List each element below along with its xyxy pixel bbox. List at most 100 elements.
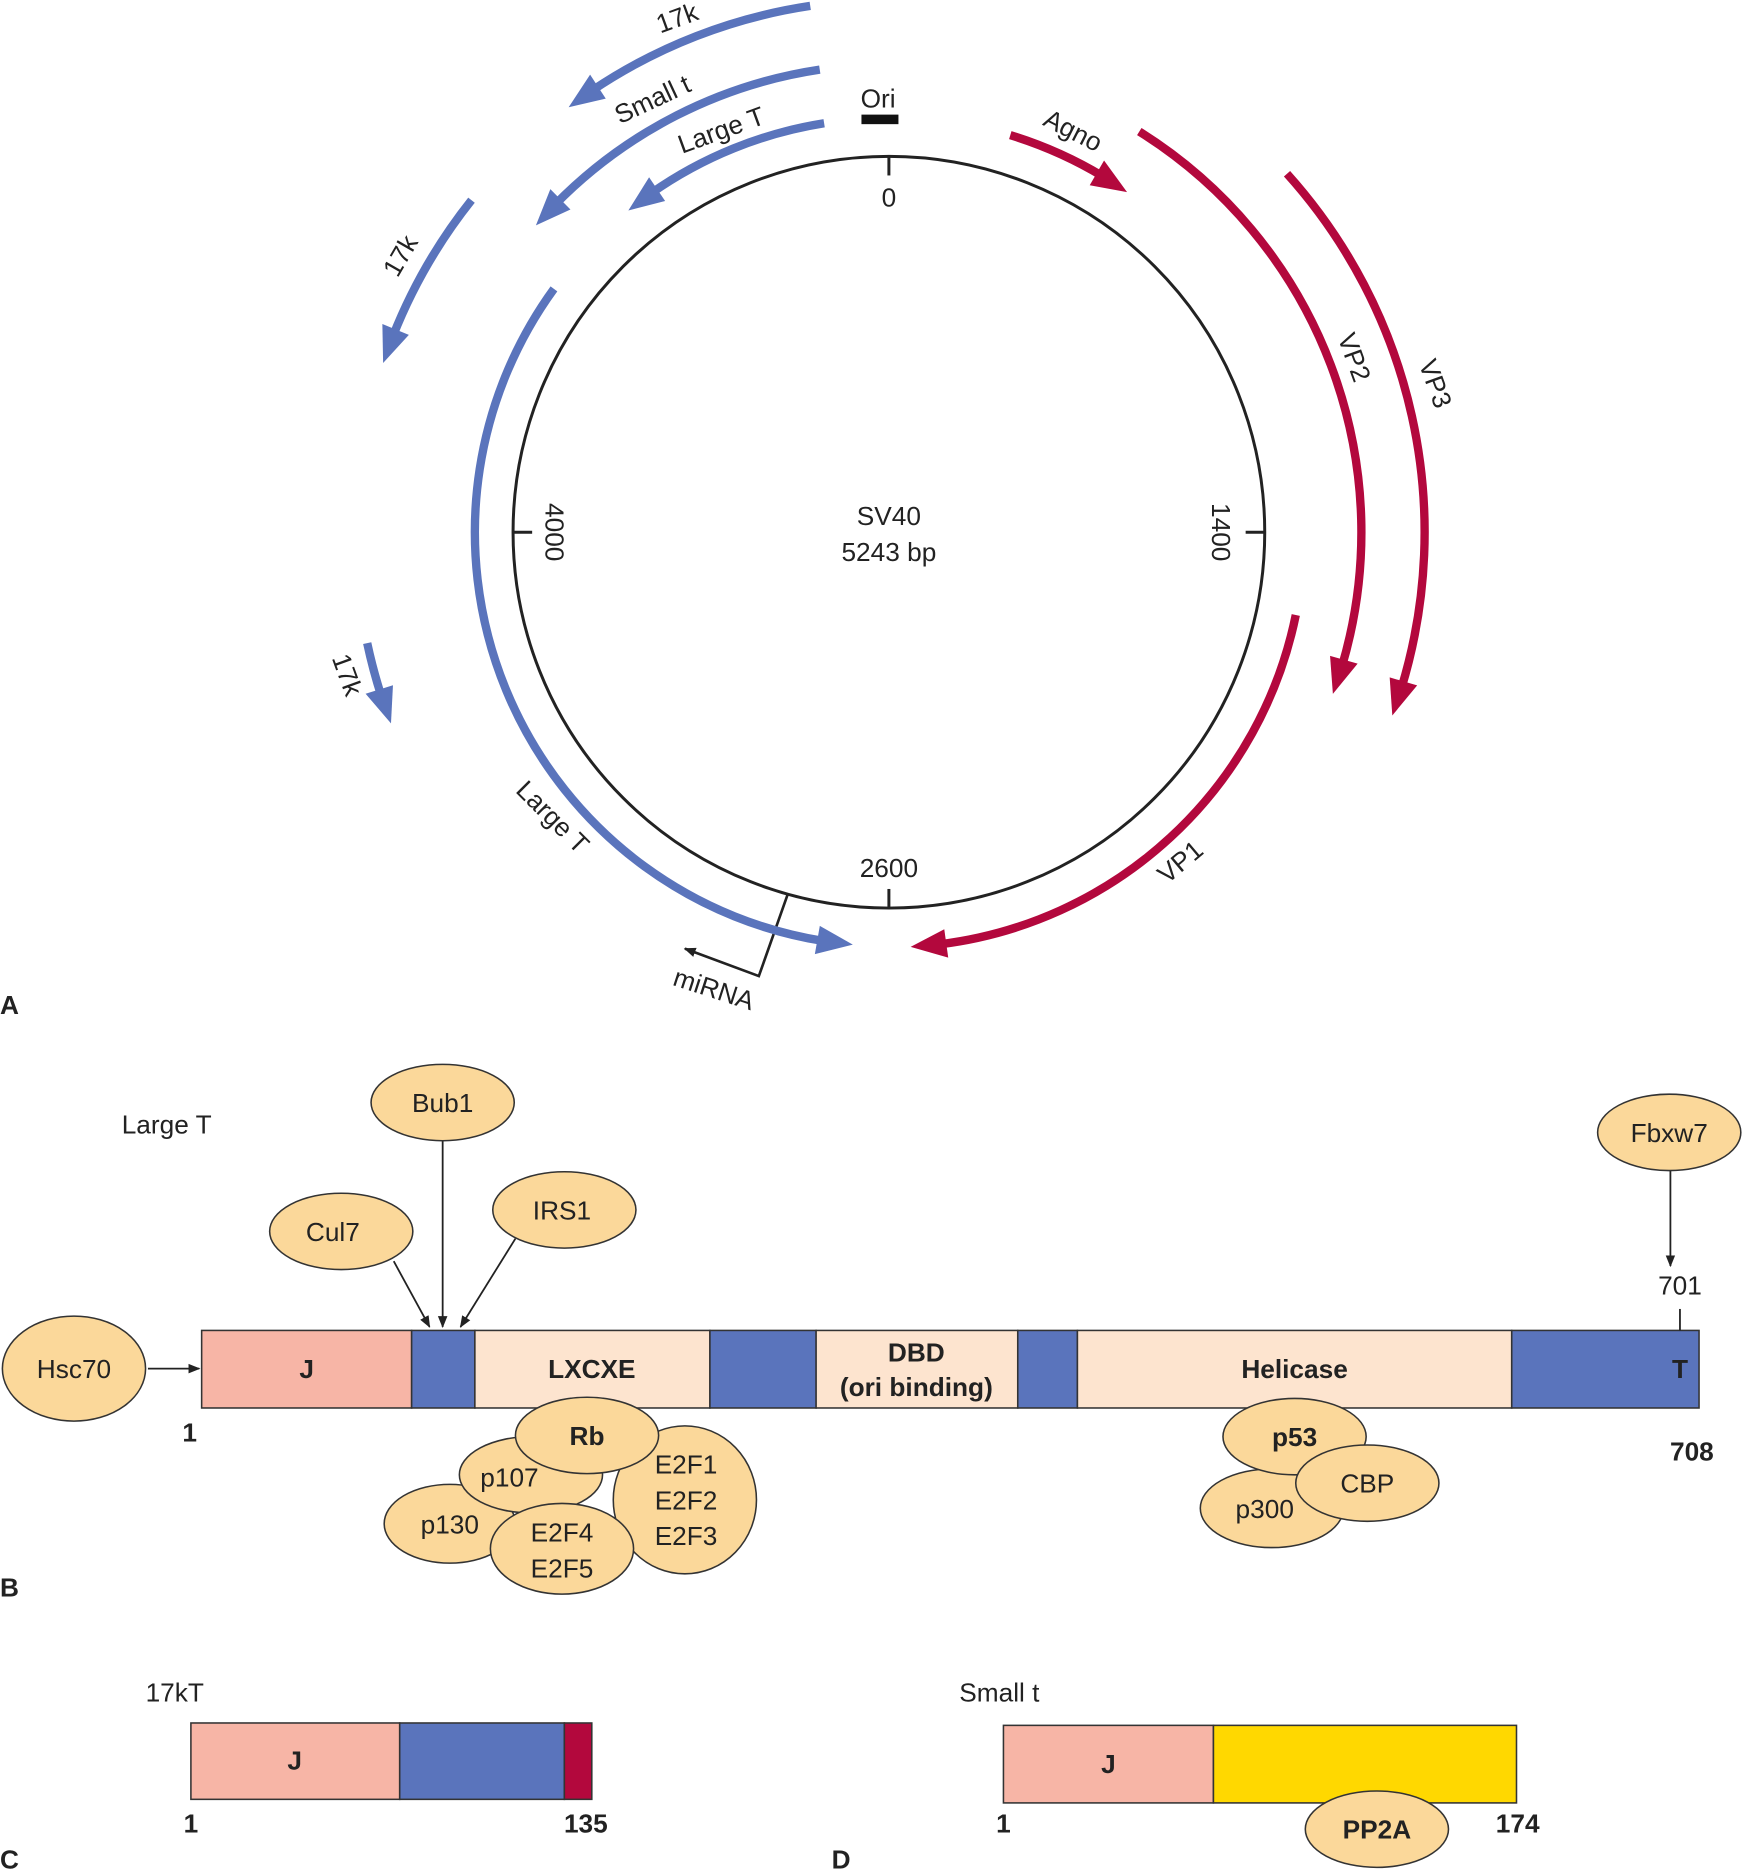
mirna-arrow xyxy=(683,894,789,978)
c-domain-j xyxy=(190,1722,401,1801)
site-701: 701 xyxy=(1658,1271,1702,1301)
domain-lxcxe xyxy=(474,1329,711,1409)
c-domain-label-j: J xyxy=(287,1746,302,1776)
c-domain-red xyxy=(563,1722,593,1801)
pp2a-ellipse xyxy=(1304,1790,1450,1869)
vp2-arrow-head xyxy=(1330,655,1358,694)
irs1-ellipse xyxy=(491,1170,637,1249)
p53-label: p53 xyxy=(1272,1422,1317,1452)
domain-label-dbd: DBD xyxy=(888,1337,945,1367)
large-t-start: 1 xyxy=(182,1417,197,1447)
vp1-arrow-shaft xyxy=(938,614,1300,949)
gene-label-17k-lower: 17k xyxy=(326,650,369,701)
rb-label: Rb xyxy=(570,1421,605,1451)
domain-linker-1 xyxy=(410,1329,476,1409)
vp1-arrow-head xyxy=(910,929,949,958)
e2f3-label: E2F3 xyxy=(655,1521,718,1551)
e2f2-label: E2F2 xyxy=(655,1485,718,1515)
panel-c-title: 17kT xyxy=(146,1678,204,1708)
d-start: 1 xyxy=(996,1809,1011,1839)
gene-label-17k-left: 17k xyxy=(377,229,425,281)
large-t-lower-arrow-shaft xyxy=(470,286,826,946)
17k-left-arrow-shaft xyxy=(389,197,475,338)
p130-label: p130 xyxy=(421,1509,479,1539)
vp3-arrow-shaft xyxy=(1283,170,1429,690)
domain-j xyxy=(200,1329,413,1409)
bub1-ellipse xyxy=(370,1063,516,1142)
cbp-ellipse xyxy=(1294,1444,1440,1523)
genome-name: SV40 xyxy=(857,501,921,531)
c-start: 1 xyxy=(184,1809,199,1839)
domain-label-helicase: Helicase xyxy=(1241,1354,1347,1384)
genome-circle xyxy=(511,154,1267,910)
domain-dbd xyxy=(815,1329,1019,1409)
cbp-label: CBP xyxy=(1340,1469,1394,1499)
panel-letter-b: B xyxy=(0,1573,19,1603)
large-t-top-arrow-head xyxy=(628,177,666,211)
panel-c: 17kT J 1 135 C xyxy=(0,1678,608,1871)
d-end: 174 xyxy=(1496,1809,1540,1839)
gene-label-small-t: Small t xyxy=(610,68,696,129)
cul7-ellipse xyxy=(268,1192,414,1271)
genome-size: 5243 bp xyxy=(841,537,936,567)
cul7-arrow xyxy=(392,1260,431,1328)
vp3-arrow-head xyxy=(1389,677,1418,716)
domain-label-t: T xyxy=(1672,1354,1688,1384)
fbxw7-label: Fbxw7 xyxy=(1631,1118,1708,1148)
gene-label-large-t-lower: Large T xyxy=(510,775,595,860)
p107-label: p107 xyxy=(480,1463,538,1493)
e2f45-ellipse xyxy=(489,1502,635,1595)
ori-label: Ori xyxy=(861,83,896,113)
tick-label-1400: 1400 xyxy=(1206,503,1236,561)
domain-label-ori-binding: (ori binding) xyxy=(840,1372,993,1402)
vp2-arrow-shaft xyxy=(1137,127,1366,668)
17k-top-arrow-shaft xyxy=(589,1,811,95)
hsc70-label: Hsc70 xyxy=(37,1354,111,1384)
domain-t xyxy=(1510,1329,1700,1409)
panel-letter-c: C xyxy=(0,1845,19,1871)
domain-label-lxcxe: LXCXE xyxy=(548,1354,635,1384)
e2f5-label: E2F5 xyxy=(531,1553,594,1583)
fbxw7-ellipse xyxy=(1596,1093,1742,1172)
panel-b-title: Large T xyxy=(122,1110,212,1140)
small-t-arrow-shaft xyxy=(552,65,821,208)
panel-b: Large T J LXCXE DBD (ori binding) Helica… xyxy=(0,1063,1742,1603)
c-domain-blue xyxy=(398,1722,566,1801)
pp2a-label: PP2A xyxy=(1343,1815,1412,1845)
domain-label-j: J xyxy=(299,1354,314,1384)
cul7-label: Cul7 xyxy=(306,1217,360,1247)
small-t-arrow-head xyxy=(535,189,571,226)
e2f4-label: E2F4 xyxy=(531,1518,594,1548)
domain-linker-3 xyxy=(1016,1329,1079,1409)
panel-d-title: Small t xyxy=(959,1678,1040,1708)
panel-a: 0 1400 2600 4000 SV40 5243 bp Ori miRNA … xyxy=(0,0,1458,1020)
irs1-label: IRS1 xyxy=(533,1195,591,1225)
d-domain-label-j: J xyxy=(1101,1749,1116,1779)
tick-label-0: 0 xyxy=(882,182,897,212)
bub1-label: Bub1 xyxy=(412,1088,473,1118)
c-end: 135 xyxy=(564,1809,608,1839)
large-t-top-arrow-shaft xyxy=(648,119,825,197)
tick-label-4000: 4000 xyxy=(539,503,569,561)
agno-arrow-head xyxy=(1089,160,1128,193)
gene-label-vp3: VP3 xyxy=(1413,355,1458,412)
tick-label-2600: 2600 xyxy=(860,853,918,883)
rb-ellipse xyxy=(514,1396,660,1475)
domain-linker-2 xyxy=(709,1329,817,1409)
panel-letter-a: A xyxy=(0,990,19,1020)
17k-lower-arrow-head xyxy=(365,685,393,724)
large-t-end: 708 xyxy=(1670,1436,1714,1466)
17k-top-arrow-head xyxy=(568,74,606,108)
large-t-lower-arrow-head xyxy=(814,925,853,955)
gene-arrows xyxy=(363,1,1429,958)
e2f123-ellipse xyxy=(612,1425,758,1575)
17k-left-arrow-head xyxy=(382,324,409,363)
e2f1-label: E2F1 xyxy=(655,1450,718,1480)
panel-d: Small t J PP2A 1 174 D xyxy=(832,1678,1540,1871)
d-domain-yellow xyxy=(1212,1724,1518,1804)
panel-letter-d: D xyxy=(832,1845,851,1871)
d-domain-j xyxy=(1002,1724,1215,1804)
hsc70-ellipse xyxy=(1,1315,147,1422)
p300-label: p300 xyxy=(1236,1494,1294,1524)
